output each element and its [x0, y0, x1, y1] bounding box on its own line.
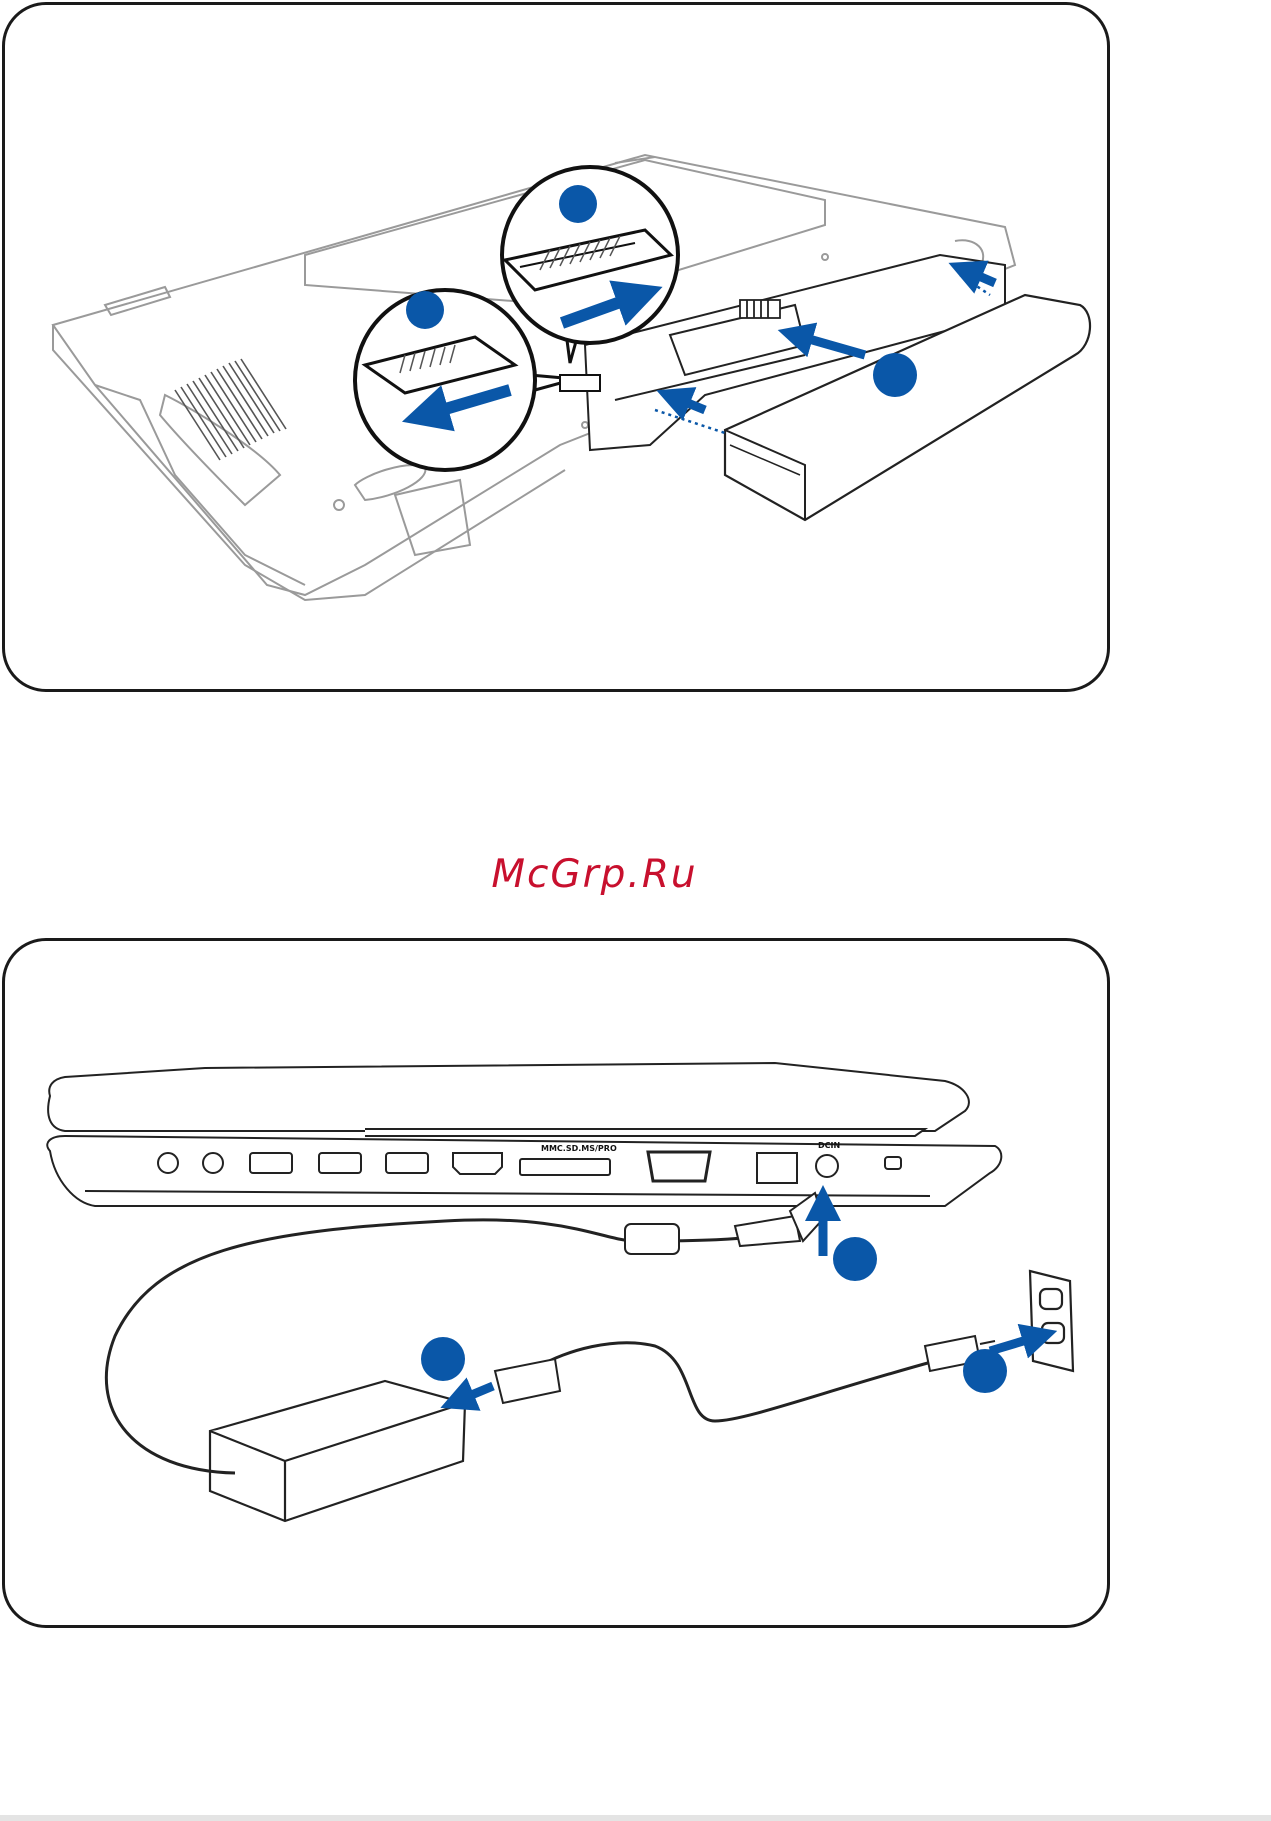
page-footer-bar	[0, 1815, 1271, 1821]
step-marker-icon-3	[873, 353, 917, 397]
power-adapter-icon	[210, 1381, 465, 1521]
dc-in-label: DCIN	[818, 1141, 840, 1150]
power-connection-figure: MMC.SD.MS/PRO DCIN	[2, 938, 1110, 1628]
step-marker-icon-2	[833, 1237, 877, 1281]
step-marker-icon-2	[406, 291, 444, 329]
laptop-side-icon	[47, 1063, 1001, 1206]
watermark-text: McGrp.Ru	[491, 852, 697, 897]
ac-plug	[495, 1336, 996, 1403]
step-marker-icon-3	[963, 1349, 1007, 1393]
card-reader-label: MMC.SD.MS/PRO	[541, 1144, 617, 1153]
power-connection-illustration: MMC.SD.MS/PRO DCIN	[5, 941, 1110, 1628]
battery-latch	[560, 375, 600, 391]
wall-outlet-icon	[1030, 1271, 1073, 1371]
ac-cord	[523, 1343, 935, 1421]
step-marker-icon-1	[421, 1337, 465, 1381]
battery-connector	[740, 300, 780, 318]
battery-install-figure	[2, 2, 1110, 692]
battery-install-illustration	[5, 5, 1110, 692]
watermark: McGrp.Ru	[0, 852, 1271, 897]
step-marker-icon-1	[559, 185, 597, 223]
